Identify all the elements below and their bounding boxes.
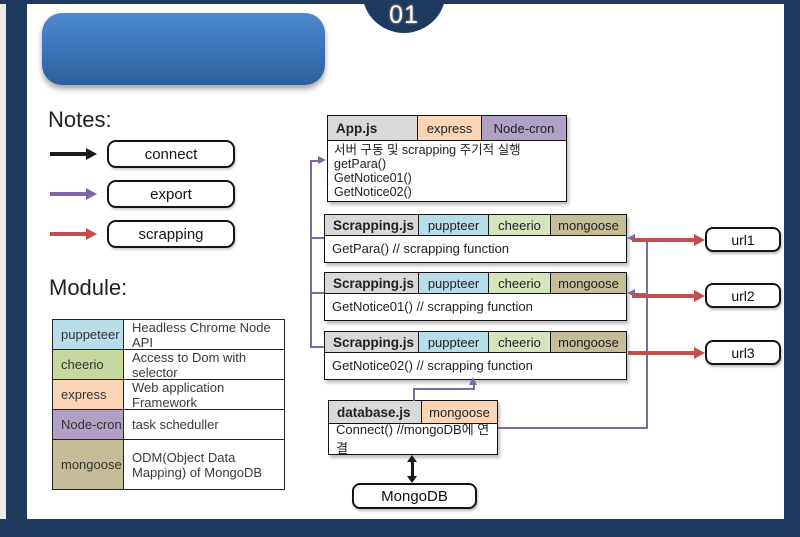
notes-heading: Notes: — [48, 107, 112, 132]
table-row: cheerio Access to Dom with selector — [53, 350, 284, 380]
module-desc-cell: Web application Framework — [132, 379, 225, 410]
table-row: Node-cron task scheduller — [53, 410, 284, 440]
database-box-header: database.js mongoose — [329, 401, 497, 424]
mongodb-box: MongoDB — [352, 483, 477, 509]
export-branch-scr2 — [310, 292, 324, 294]
export-elbow-db-up — [413, 389, 415, 401]
scrapping-arrow-url2 — [632, 294, 694, 298]
scrapping-box-body: GetNotice01() // scrapping function — [332, 298, 533, 314]
file-name-chip: Scrapping.js — [325, 273, 419, 293]
module-chip-cheerio: cheerio — [489, 273, 551, 293]
file-name-chip: App.js — [328, 116, 418, 140]
module-chip-mongoose: mongoose — [551, 215, 626, 235]
module-chip-puppteer: puppteer — [419, 215, 489, 235]
module-chip-puppteer: puppteer — [419, 332, 489, 352]
export-line-left-vertical — [310, 161, 312, 347]
scrapping-arrow-url3-head-icon — [694, 347, 705, 359]
table-row: mongoose ODM(Object Data Mapping) of Mon… — [53, 440, 284, 489]
module-name-cell: cheerio — [53, 350, 124, 379]
export-arrow-into-scr1-icon — [627, 234, 635, 242]
body-line: getPara() — [334, 157, 387, 171]
connect-arrow — [50, 152, 86, 156]
page-number: 01 — [389, 1, 419, 29]
module-chip-puppteer: puppteer — [419, 273, 489, 293]
connect-line-db-mongodb — [411, 461, 414, 477]
export-branch-scr1 — [310, 237, 324, 239]
legend-item-scrapping: scrapping — [107, 220, 235, 248]
export-arrow-head-icon — [86, 188, 97, 200]
export-elbow-up-segment — [473, 384, 475, 390]
scrapping-js-box-2: Scrapping.js puppteer cheerio mongoose G… — [324, 272, 627, 321]
legend-item-export: export — [107, 180, 235, 208]
module-name-cell: Node-cron — [53, 410, 124, 439]
module-chip-mongoose: mongoose — [551, 332, 626, 352]
scrapping-box-header: Scrapping.js puppteer cheerio mongoose — [325, 332, 626, 353]
scrapping-box-header: Scrapping.js puppteer cheerio mongoose — [325, 215, 626, 236]
title-plate — [42, 13, 325, 85]
file-name-chip: Scrapping.js — [325, 332, 419, 352]
export-elbow-horizontal — [413, 388, 475, 390]
connect-arrow-head-icon — [86, 148, 97, 160]
scrapping-arrow-head-icon — [86, 228, 97, 240]
body-line: GetNotice02() — [334, 185, 412, 199]
connect-arrow-down-icon — [407, 476, 417, 483]
database-box-body: Connect() //mongoDB에 연결 — [336, 422, 490, 456]
frame-left-outer-strip — [0, 0, 6, 537]
app-js-box-body: 서버 구동 및 scrapping 주기적 실행 getPara() GetNo… — [328, 141, 566, 199]
scrapping-arrow-url3 — [628, 351, 694, 355]
module-chip-express: express — [418, 116, 482, 140]
module-chip-node-cron: Node-cron — [482, 116, 566, 140]
scrapping-js-box-3: Scrapping.js puppteer cheerio mongoose G… — [324, 331, 627, 380]
app-js-box: App.js express Node-cron 서버 구동 및 scrappi… — [327, 115, 567, 202]
export-line-right-vertical — [646, 238, 648, 429]
export-line-db-horizontal — [498, 427, 648, 429]
module-name-cell: puppeteer — [53, 320, 124, 349]
database-js-box: database.js mongoose Connect() //mongoDB… — [328, 400, 498, 456]
export-branch-scr3 — [310, 346, 324, 348]
page-number-badge: 01 — [362, 0, 446, 33]
scrapping-arrow-url1 — [632, 238, 694, 242]
body-line: GetNotice01() — [334, 171, 412, 185]
scrapping-box-header: Scrapping.js puppteer cheerio mongoose — [325, 273, 626, 294]
scrapping-arrow-url1-head-icon — [694, 234, 705, 246]
export-arrow-into-scr2-icon — [627, 289, 635, 297]
table-row: express Web application Framework — [53, 380, 284, 410]
module-name-cell: mongoose — [53, 440, 124, 489]
export-arrow-into-app-icon — [318, 156, 326, 164]
frame-right-bar — [784, 0, 800, 537]
scrapping-arrow-url2-head-icon — [694, 290, 705, 302]
module-desc-cell: Access to Dom with selector — [132, 349, 247, 380]
module-desc-cell: ODM(Object Data Mapping) of MongoDB — [132, 449, 263, 480]
module-desc-cell: task scheduller — [132, 417, 219, 432]
connect-arrow-up-icon — [407, 455, 417, 462]
file-name-chip: Scrapping.js — [325, 215, 419, 235]
module-desc-cell: Headless Chrome Node API — [132, 319, 271, 350]
url2-box: url2 — [705, 283, 781, 308]
export-arrow-into-scr3-icon — [469, 377, 477, 385]
module-table: puppeteer Headless Chrome Node API cheer… — [52, 319, 285, 490]
export-line-to-app — [310, 160, 319, 162]
module-chip-mongoose: mongoose — [551, 273, 626, 293]
body-line: 서버 구동 및 scrapping 주기적 실행 — [334, 143, 521, 157]
file-name-chip: database.js — [329, 401, 422, 423]
module-chip-cheerio: cheerio — [489, 215, 551, 235]
scrapping-box-body: GetNotice02() // scrapping function — [332, 357, 533, 373]
legend-item-connect: connect — [107, 140, 235, 168]
module-name-cell: express — [53, 380, 124, 409]
module-chip-mongoose: mongoose — [422, 401, 497, 423]
url3-box: url3 — [705, 340, 781, 365]
module-heading: Module: — [49, 275, 128, 300]
app-js-box-header: App.js express Node-cron — [328, 116, 566, 141]
scrapping-box-body: GetPara() // scrapping function — [332, 240, 510, 256]
url1-box: url1 — [705, 227, 781, 252]
frame-left-bar — [6, 0, 27, 537]
scrapping-js-box-1: Scrapping.js puppteer cheerio mongoose G… — [324, 214, 627, 263]
module-chip-cheerio: cheerio — [489, 332, 551, 352]
table-row: puppeteer Headless Chrome Node API — [53, 320, 284, 350]
frame-bottom-bar — [0, 519, 800, 537]
scrapping-arrow — [50, 232, 86, 236]
export-arrow — [50, 192, 86, 196]
